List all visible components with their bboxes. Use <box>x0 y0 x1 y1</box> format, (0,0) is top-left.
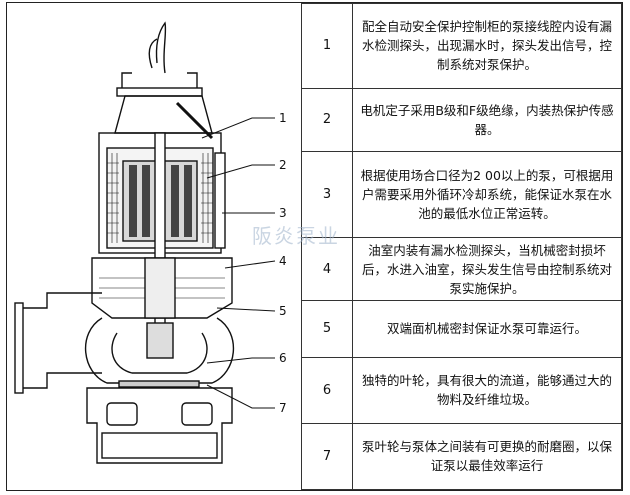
power-cable-2 <box>148 38 158 69</box>
callout-1: 1 <box>279 111 287 125</box>
watermark: 阪炎泵业 <box>252 224 340 248</box>
feature-table: 1 配全自动安全保护控制柜的泵接线腔内设有漏水检测探头，出现漏水时，探头发出信号… <box>301 3 622 491</box>
pump-diagram-svg: 1 2 3 4 5 6 7 <box>14 21 287 464</box>
figure-frame <box>6 2 623 491</box>
row-description: 油室内装有漏水检测探头，当机械密封损坏后，水进入油室，探头发生信号由控制系统对泵… <box>352 237 622 302</box>
leader-4 <box>224 260 276 269</box>
row-number: 3 <box>301 150 353 239</box>
discharge-pipe <box>21 292 102 389</box>
base-stand <box>86 387 233 464</box>
impeller-hub <box>146 322 174 359</box>
table-row: 6 独特的叶轮，具有很大的流道，能够通过大的物料及纤维垃圾。 <box>301 356 622 424</box>
row-number: 4 <box>301 237 353 302</box>
row-description: 独特的叶轮，具有很大的流道，能够通过大的物料及纤维垃圾。 <box>352 356 622 424</box>
stator-winding-lines <box>106 153 214 243</box>
mechanical-seal <box>144 257 176 319</box>
junction-box <box>114 95 213 134</box>
row-description: 根据使用场合口径为2 00以上的泵，可根据用户需要采用外循环冷却系统，能保证水泵… <box>352 150 622 239</box>
row-description: 泵叶轮与泵体之间装有可更换的耐磨圈，以保证泵以最佳效率运行 <box>352 422 622 491</box>
impeller <box>111 332 208 374</box>
leader-7 <box>206 384 275 409</box>
power-cable <box>155 21 167 74</box>
discharge-flange <box>14 302 24 394</box>
oil-level-lines <box>99 277 225 299</box>
leader-1 <box>201 117 275 139</box>
base-opening-left <box>106 402 138 426</box>
base-foot <box>101 432 218 459</box>
cable-gland <box>175 101 214 140</box>
cooling-jacket <box>214 152 226 249</box>
callout-6: 6 <box>279 351 287 365</box>
pump-cross-section-drawing: 1 2 3 4 5 6 7 <box>7 3 302 490</box>
row-description: 电机定子采用B级和F级绝缘，内装热保护传感器。 <box>352 87 622 152</box>
table-row: 4 油室内装有漏水检测探头，当机械密封损坏后，水进入油室，探头发生信号由控制系统… <box>301 237 622 302</box>
table-row: 7 泵叶轮与泵体之间装有可更换的耐磨圈，以保证泵以最佳效率运行 <box>301 422 622 491</box>
top-cover <box>116 87 203 97</box>
row-number: 1 <box>301 3 353 89</box>
callout-3: 3 <box>279 206 287 220</box>
callout-5: 5 <box>279 304 287 318</box>
shaft <box>154 132 166 354</box>
base-opening-right <box>181 402 213 426</box>
row-number: 5 <box>301 300 353 358</box>
row-number: 2 <box>301 87 353 152</box>
callout-2: 2 <box>279 158 287 172</box>
leader-2 <box>206 164 275 179</box>
callout-7: 7 <box>279 401 287 415</box>
leader-6 <box>206 357 275 364</box>
stator-ticks <box>107 162 213 234</box>
table-row: 3 根据使用场合口径为2 00以上的泵，可根据用户需要采用外循环冷却系统，能保证… <box>301 150 622 239</box>
lifting-handle <box>121 72 198 88</box>
table-row: 5 双端面机械密封保证水泵可靠运行。 <box>301 300 622 358</box>
wear-ring <box>118 380 200 388</box>
oil-chamber <box>91 257 233 319</box>
table-row: 2 电机定子采用B级和F级绝缘，内装热保护传感器。 <box>301 87 622 152</box>
row-number: 7 <box>301 422 353 491</box>
row-description: 配全自动安全保护控制柜的泵接线腔内设有漏水检测探头，出现漏水时，探头发出信号，控… <box>352 3 622 89</box>
leader-5 <box>216 307 276 312</box>
row-number: 6 <box>301 356 353 424</box>
row-description: 双端面机械密封保证水泵可靠运行。 <box>352 300 622 358</box>
callout-4: 4 <box>279 254 287 268</box>
table-row: 1 配全自动安全保护控制柜的泵接线腔内设有漏水检测探头，出现漏水时，探头发出信号… <box>301 3 622 89</box>
